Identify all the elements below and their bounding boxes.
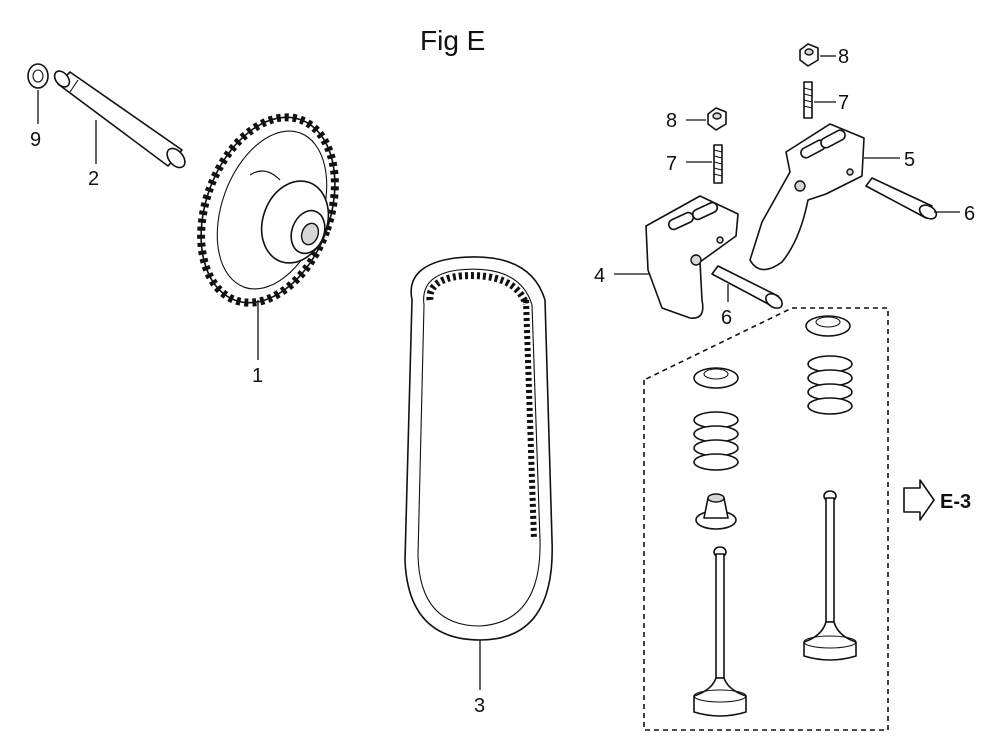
valve-spring-right <box>807 355 853 415</box>
callout-4: 4 <box>594 265 605 287</box>
valve-right <box>803 490 857 661</box>
valve-retainer-right <box>805 315 851 337</box>
rocker-arm-part-4 <box>645 195 739 319</box>
valve-left <box>693 546 747 717</box>
callout-7-left: 7 <box>666 153 677 175</box>
callout-5: 5 <box>904 149 915 171</box>
callout-3: 3 <box>474 695 485 717</box>
reference-link-e3[interactable]: E-3 <box>940 491 971 513</box>
stud-part-7-right <box>803 81 813 119</box>
reference-arrow-icon[interactable] <box>903 479 935 521</box>
nut-part-8-right <box>799 43 819 67</box>
callout-8-right: 8 <box>838 46 849 68</box>
valve-assembly-boundary <box>643 307 889 731</box>
shaft-part-2 <box>53 70 186 169</box>
valve-retainer-left <box>693 367 739 389</box>
valve-spring-left <box>693 411 739 471</box>
figure-title: Fig E <box>420 25 485 56</box>
callout-9: 9 <box>30 129 41 151</box>
valve-seal-left <box>695 493 737 530</box>
timing-belt-part-3 <box>404 256 553 641</box>
cam-pulley-part-1 <box>197 113 339 307</box>
nut-part-8-left <box>707 107 727 131</box>
callout-6-right: 6 <box>964 203 975 225</box>
pin-part-6-left <box>711 265 783 309</box>
rocker-arm-part-5 <box>749 123 865 271</box>
callout-6-left: 6 <box>721 307 732 329</box>
callout-8-left: 8 <box>666 110 677 132</box>
pin-part-6-right <box>865 177 938 220</box>
callout-2: 2 <box>88 168 99 190</box>
callout-7-right: 7 <box>838 92 849 114</box>
washer-part-9 <box>27 63 49 89</box>
stud-part-7-left <box>713 144 723 184</box>
callout-1: 1 <box>252 365 263 387</box>
